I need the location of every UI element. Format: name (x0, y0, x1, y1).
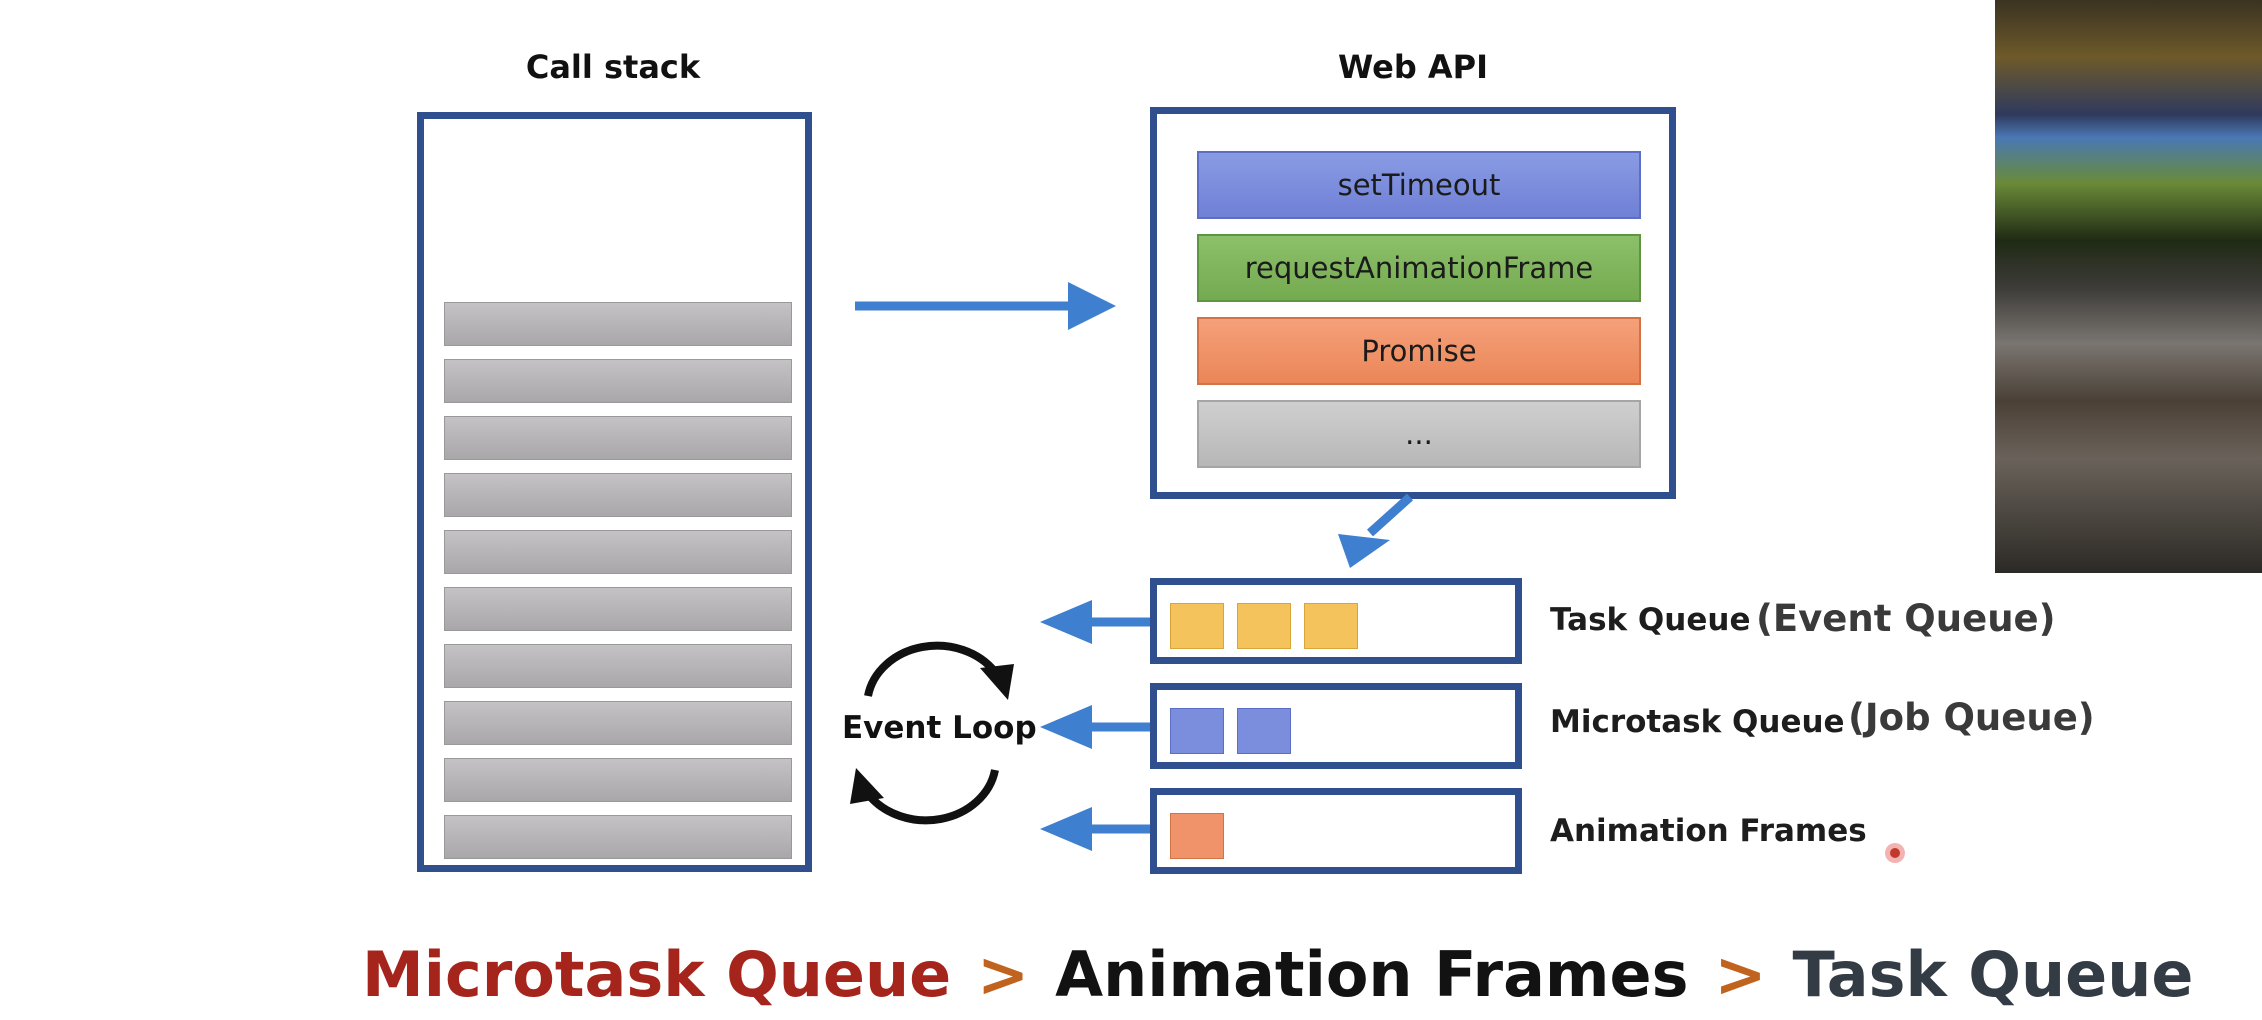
participant-video-strip (1995, 0, 2262, 573)
event-loop-cycle-icon (850, 641, 1014, 825)
call-stack-box (417, 112, 812, 872)
call-stack-row (444, 416, 792, 460)
call-stack-row (444, 587, 792, 631)
web-api-item-promise: Promise (1197, 317, 1641, 385)
task-queue-box (1150, 578, 1522, 664)
animation-frames-box (1150, 788, 1522, 874)
microtask-chip (1237, 708, 1291, 754)
microtask-queue-alias: (Job Queue) (1848, 696, 2095, 739)
task-chip (1170, 603, 1224, 649)
web-api-box: setTimeout requestAnimationFrame Promise… (1150, 107, 1676, 499)
call-stack-row (444, 701, 792, 745)
web-api-item-label: setTimeout (1337, 168, 1501, 202)
task-chip (1237, 603, 1291, 649)
call-stack-row (444, 530, 792, 574)
priority-separator: > (1714, 938, 1767, 1011)
task-chip (1304, 603, 1358, 649)
web-api-item-label: ... (1405, 417, 1433, 451)
web-api-item-label: Promise (1361, 334, 1477, 368)
task-queue-alias: (Event Queue) (1756, 597, 2056, 640)
arrow-microtask-queue-out (1040, 705, 1150, 749)
call-stack-row (444, 302, 792, 346)
web-api-item-requestanimationframe: requestAnimationFrame (1197, 234, 1641, 302)
microtask-queue-box (1150, 683, 1522, 769)
priority-caption: Microtask Queue > Animation Frames > Tas… (362, 938, 2193, 1011)
call-stack-row (444, 815, 792, 859)
priority-third: Task Queue (1792, 938, 2194, 1011)
priority-separator: > (977, 938, 1030, 1011)
web-api-item-label: requestAnimationFrame (1244, 251, 1594, 285)
task-queue-label: Task Queue (1550, 602, 1751, 638)
web-api-item-more: ... (1197, 400, 1641, 468)
call-stack-row (444, 644, 792, 688)
priority-second: Animation Frames (1055, 938, 1689, 1011)
web-api-item-settimeout: setTimeout (1197, 151, 1641, 219)
arrow-task-queue-out (1040, 600, 1150, 644)
animation-frame-chip (1170, 813, 1224, 859)
event-loop-label: Event Loop (842, 710, 1037, 746)
arrow-callstack-to-webapi (855, 282, 1116, 330)
animation-frames-label: Animation Frames (1550, 813, 1867, 849)
web-api-title: Web API (1337, 48, 1489, 86)
arrow-animation-frames-out (1040, 807, 1150, 851)
call-stack-title: Call stack (525, 48, 701, 86)
microtask-queue-label: Microtask Queue (1550, 704, 1845, 740)
pointer-dot-icon (1885, 843, 1905, 863)
call-stack-row (444, 758, 792, 802)
call-stack-row (444, 359, 792, 403)
microtask-chip (1170, 708, 1224, 754)
call-stack-row (444, 473, 792, 517)
arrow-webapi-to-queues (1338, 493, 1414, 568)
priority-first: Microtask Queue (362, 938, 952, 1011)
